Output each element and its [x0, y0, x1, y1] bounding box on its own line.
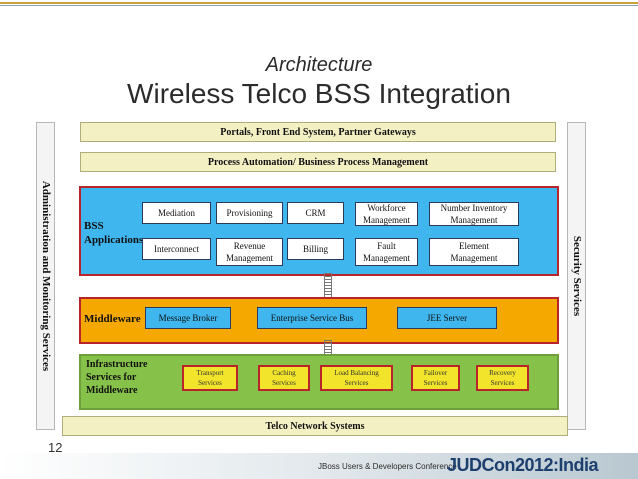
page-number: 12 [48, 440, 63, 455]
footer-bar [0, 453, 638, 479]
top-rule [0, 2, 638, 4]
box-line-1: Load Balancing [334, 369, 379, 377]
process-automation-band: Process Automation/ Business Process Man… [80, 152, 556, 172]
bss-box-mediation: Mediation [142, 202, 211, 224]
box-label: Enterprise Service Bus [270, 313, 354, 323]
bss-box-interconnect: Interconnect [142, 238, 211, 260]
box-line-2: Management [363, 215, 410, 225]
box-line-1: Provisioning [226, 208, 273, 218]
box-line-1: Transport [196, 369, 224, 377]
bss-middleware-connector [324, 273, 332, 297]
security-services-column: Security Services [567, 122, 586, 430]
box-line-1: Number Inventory [440, 203, 508, 213]
box-line-1: Caching [272, 369, 296, 377]
box-line-1: Billing [302, 244, 328, 254]
box-line-2: Services [272, 379, 296, 387]
box-label: JEE Server [426, 313, 468, 323]
bss-box-billing: Billing [287, 238, 344, 260]
box-line-2: Services [344, 379, 369, 387]
bss-layer-label: BSS Applications [84, 219, 143, 247]
bss-layer [79, 186, 559, 276]
bss-label-line-2: Applications [84, 234, 144, 246]
box-line-1: Recovery [489, 369, 516, 377]
middleware-infra-connector [324, 340, 332, 354]
box-line-2: Services [198, 379, 222, 387]
portals-band: Portals, Front End System, Partner Gatew… [80, 122, 556, 142]
infra-label-line-3: Middleware [86, 385, 138, 396]
box-line-2: Management [226, 253, 273, 263]
box-line-1: Fault [377, 241, 396, 251]
box-line-1: Element [458, 241, 489, 251]
box-line-1: Interconnect [154, 244, 199, 254]
box-line-2: Services [490, 379, 515, 387]
box-label: Message Broker [158, 313, 218, 323]
portals-label: Portals, Front End System, Partner Gatew… [220, 126, 416, 138]
box-line-1: Failover [423, 369, 448, 377]
slide-supertitle: Architecture [265, 54, 373, 76]
conference-tagline: JBoss Users & Developers Conference [318, 462, 457, 471]
box-line-2: Management [450, 215, 498, 225]
bss-box-provisioning: Provisioning [216, 202, 283, 224]
infrastructure-label: Infrastructure Services for Middleware [86, 358, 147, 397]
box-line-1: Workforce [367, 203, 406, 213]
slide-title: Wireless Telco BSS Integration [127, 78, 511, 109]
admin-monitoring-column: Administration and Monitoring Services [36, 122, 55, 430]
telco-network-label: Telco Network Systems [265, 420, 365, 432]
middleware-box-jee-server: JEE Server [397, 307, 497, 329]
middleware-box-esb: Enterprise Service Bus [257, 307, 367, 329]
box-line-2: Management [450, 253, 498, 263]
box-line-2: Services [423, 379, 448, 387]
admin-monitoring-label: Administration and Monitoring Services [39, 180, 52, 372]
telco-network-band: Telco Network Systems [62, 416, 568, 436]
security-services-label: Security Services [570, 235, 583, 317]
infra-label-line-1: Infrastructure [86, 359, 148, 370]
top-rule-thin [0, 5, 638, 6]
box-line-2: Management [363, 253, 410, 263]
infra-label-line-2: Services for [86, 372, 137, 383]
middleware-label: Middleware [84, 313, 141, 325]
box-line-1: CRM [305, 208, 326, 218]
middleware-box-message-broker: Message Broker [145, 307, 231, 329]
box-line-1: Revenue [233, 241, 266, 251]
box-line-1: Mediation [158, 208, 195, 218]
bss-box-crm: CRM [287, 202, 344, 224]
process-automation-label: Process Automation/ Business Process Man… [207, 156, 429, 168]
judcon-logo: JUDCon2012:India [447, 455, 599, 475]
bss-label-line-1: BSS [84, 220, 104, 232]
